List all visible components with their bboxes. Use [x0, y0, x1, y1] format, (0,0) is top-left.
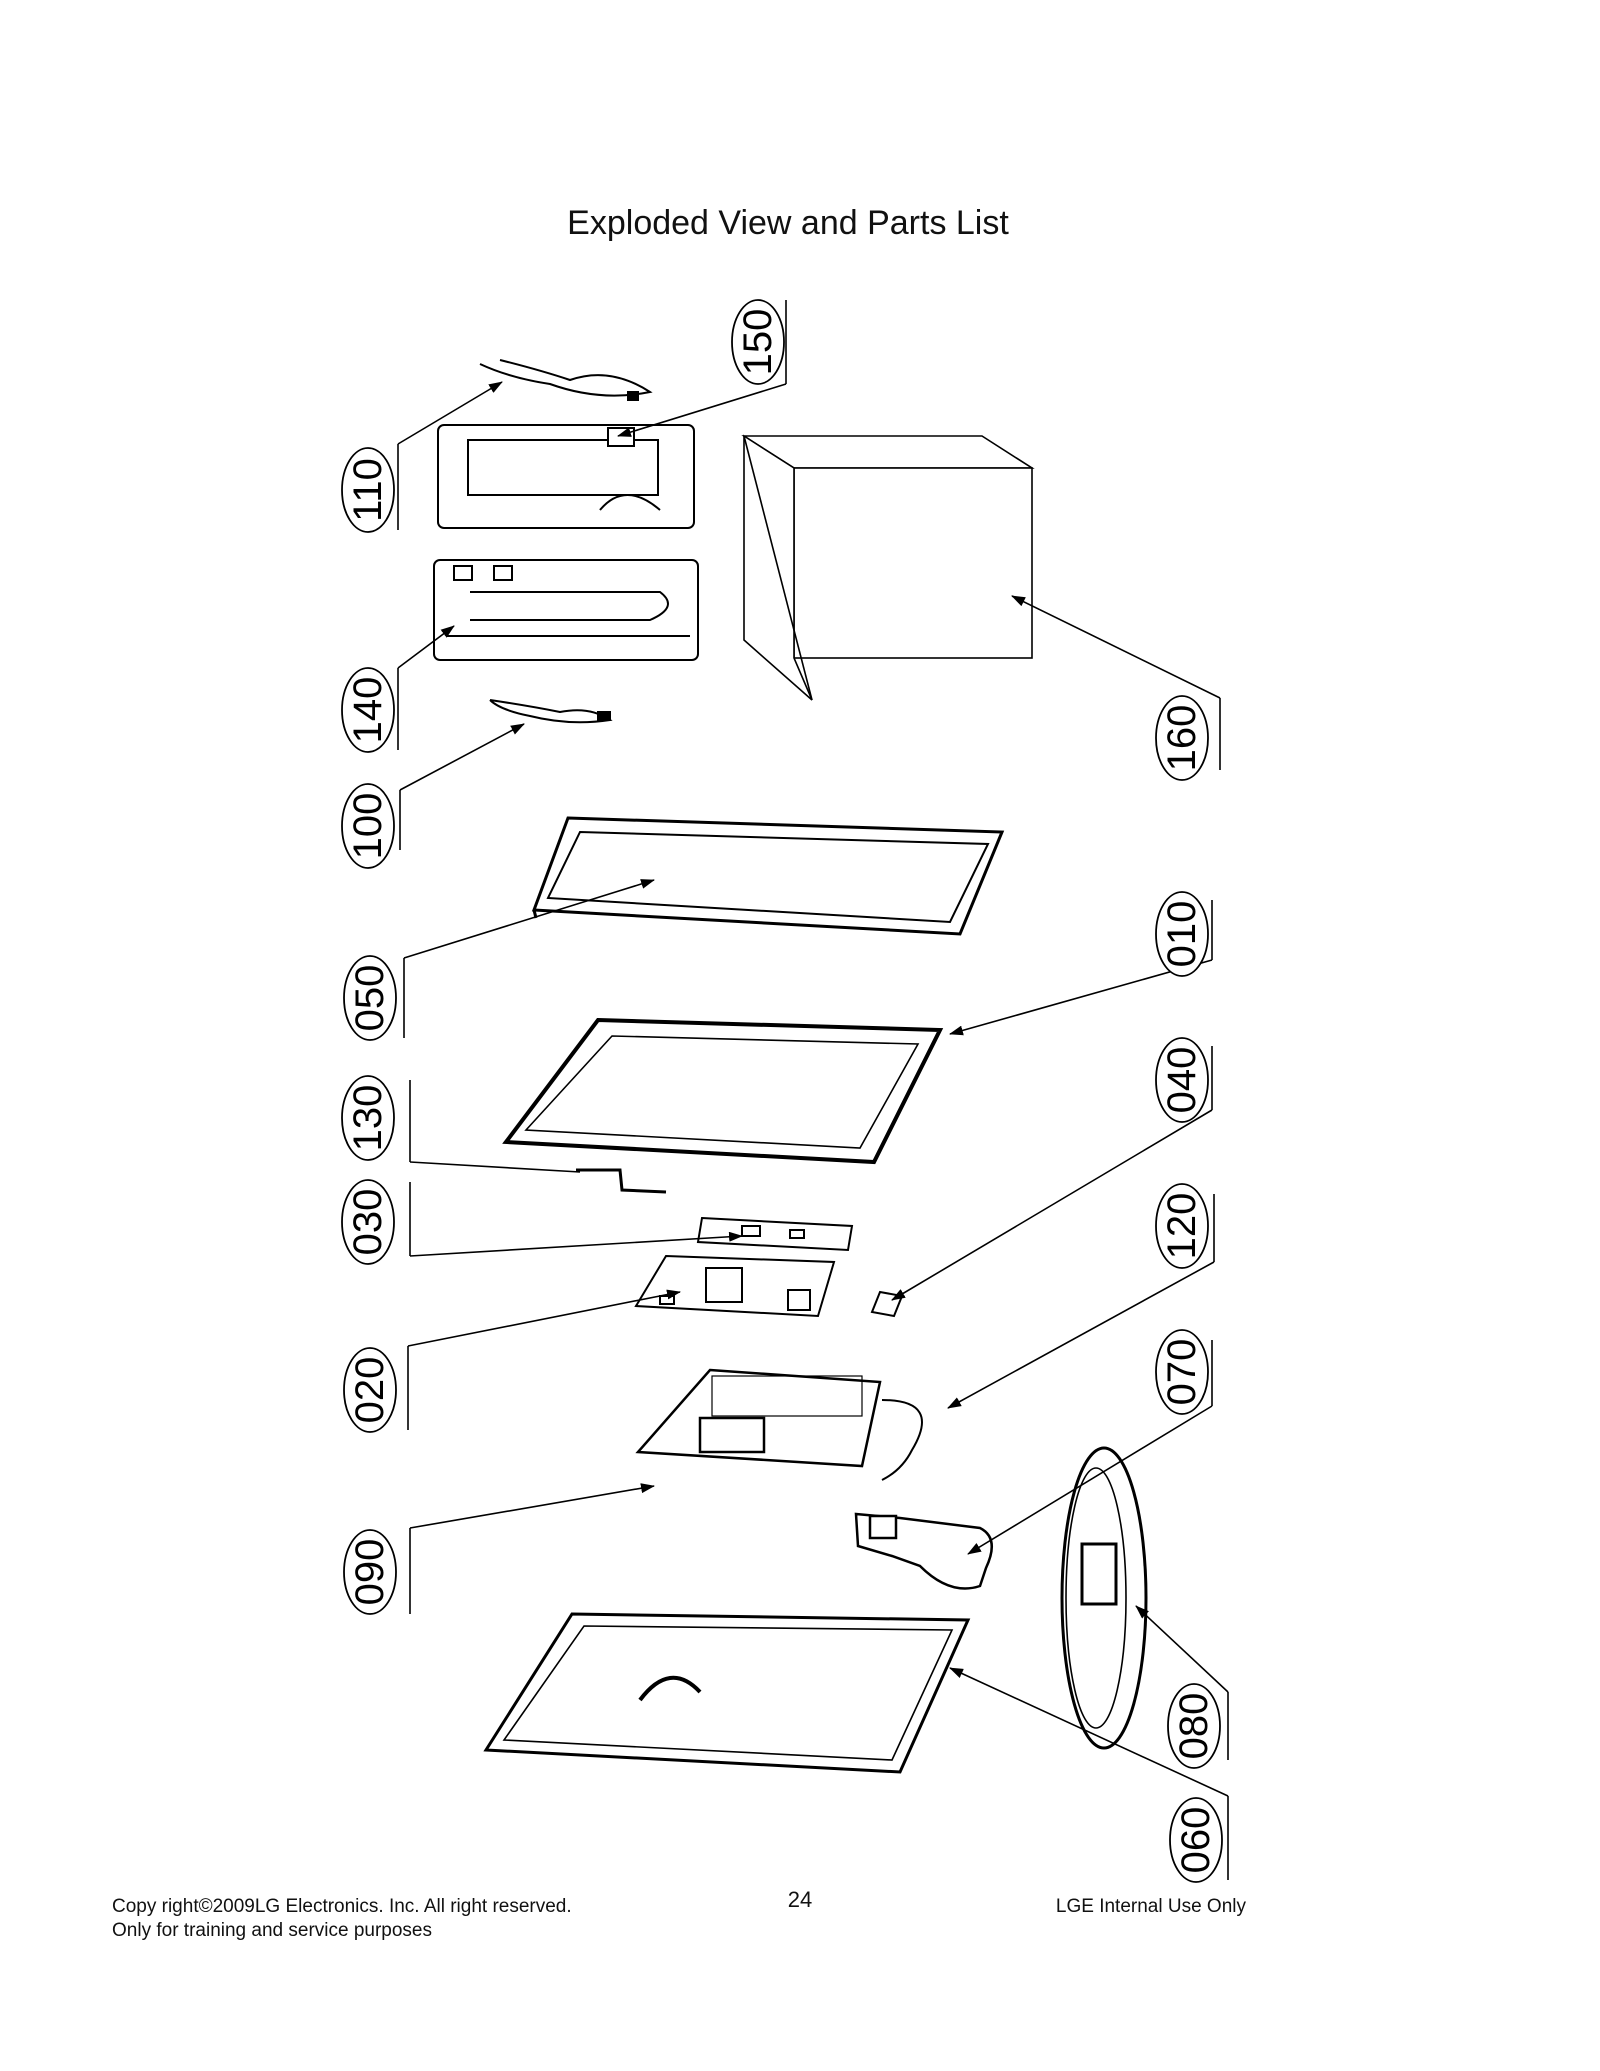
part-cable-lower — [489, 699, 613, 724]
callout-120: 120 — [1155, 1183, 1209, 1269]
leader-lines — [397, 300, 1229, 1880]
callout-010-label: 010 — [1160, 901, 1204, 968]
callout-030: 030 — [341, 1179, 395, 1265]
leader-110 — [397, 381, 503, 445]
callout-050: 050 — [343, 955, 397, 1041]
callout-090-label: 090 — [348, 1539, 392, 1606]
callout-080: 080 — [1167, 1683, 1221, 1769]
page-number: 24 — [787, 1887, 813, 1912]
leader-160 — [1011, 595, 1221, 699]
part-cable-upper — [479, 359, 653, 401]
part-stand-neck — [854, 1512, 993, 1590]
leader-100 — [399, 723, 525, 791]
part-control-board — [696, 1216, 854, 1252]
leader-070 — [967, 1405, 1213, 1555]
leader-060 — [949, 1667, 1229, 1797]
callout-070-label: 070 — [1160, 1339, 1204, 1406]
leader-120 — [947, 1261, 1215, 1409]
callout-050-label: 050 — [348, 965, 392, 1032]
callout-060-label: 060 — [1174, 1807, 1218, 1874]
callout-070: 070 — [1155, 1329, 1209, 1415]
leader-080 — [1135, 1605, 1229, 1693]
part-lower-cushion — [433, 559, 699, 661]
callout-080-label: 080 — [1172, 1693, 1216, 1760]
callout-060: 060 — [1169, 1797, 1223, 1883]
leader-140 — [397, 625, 455, 669]
part-power-button — [870, 1290, 904, 1318]
callout-030-label: 030 — [346, 1189, 390, 1256]
leader-010 — [949, 959, 1213, 1036]
part-ribbon-cable — [576, 1168, 667, 1194]
leader-020 — [407, 1289, 681, 1347]
page-title: Exploded View and Parts List — [567, 204, 1009, 242]
callout-090: 090 — [343, 1529, 397, 1615]
callout-130: 130 — [341, 1075, 395, 1161]
leader-040 — [891, 1109, 1213, 1301]
part-stand-base — [1060, 1446, 1148, 1750]
callout-020: 020 — [343, 1347, 397, 1433]
callout-130-label: 130 — [346, 1085, 390, 1152]
callout-100-label: 100 — [346, 793, 390, 860]
callout-140-label: 140 — [346, 677, 390, 744]
callout-110-label: 110 — [346, 458, 390, 522]
callout-040: 040 — [1155, 1037, 1209, 1123]
part-main-board — [634, 1254, 836, 1318]
leader-090 — [409, 1483, 655, 1529]
callout-150-label: 150 — [736, 309, 780, 376]
footer-internal-use: LGE Internal Use Only — [1055, 1896, 1246, 1917]
callout-120-label: 120 — [1160, 1193, 1204, 1260]
callout-040-label: 040 — [1160, 1047, 1204, 1114]
callout-020-label: 020 — [348, 1357, 392, 1424]
leader-130 — [409, 1161, 581, 1173]
callout-110: 110 — [341, 447, 395, 533]
part-back-cover — [483, 1612, 971, 1774]
part-lcd-module — [502, 1017, 944, 1165]
part-upper-cushion — [437, 424, 695, 529]
footer-copyright-block: Copy right©2009LG Electronics. Inc. All … — [112, 1895, 572, 1943]
footer-copyright: Copy right©2009LG Electronics. Inc. All … — [112, 1896, 572, 1917]
leader-050 — [403, 879, 655, 959]
part-front-bezel — [531, 816, 1005, 936]
callout-010: 010 — [1155, 891, 1209, 977]
callout-100: 100 — [341, 783, 395, 869]
callout-150: 150 — [731, 299, 785, 385]
footer-purpose: Only for training and service purposes — [112, 1920, 432, 1941]
part-rear-shield — [635, 1368, 923, 1481]
leader-150 — [617, 383, 787, 437]
callout-160: 160 — [1155, 695, 1209, 781]
callout-140: 140 — [341, 667, 395, 753]
part-carton — [741, 434, 1035, 701]
callout-160-label: 160 — [1160, 705, 1204, 772]
leader-030 — [409, 1231, 743, 1257]
